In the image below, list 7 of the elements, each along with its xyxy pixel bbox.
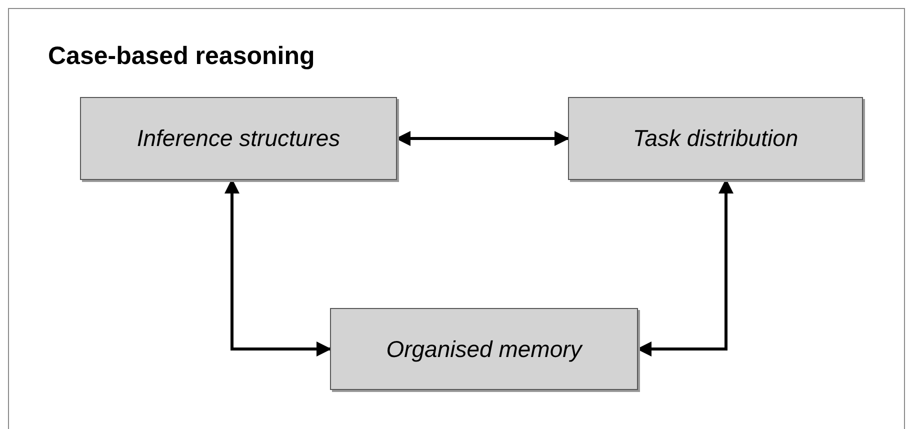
process-box — [80, 97, 397, 180]
box-label: Organised memory — [386, 334, 582, 364]
title: Case-based reasoning — [48, 44, 315, 69]
box-label: Task distribution — [632, 124, 798, 154]
box-label: Inference structures — [136, 124, 340, 154]
process-box — [330, 308, 638, 390]
process-box — [568, 97, 863, 180]
